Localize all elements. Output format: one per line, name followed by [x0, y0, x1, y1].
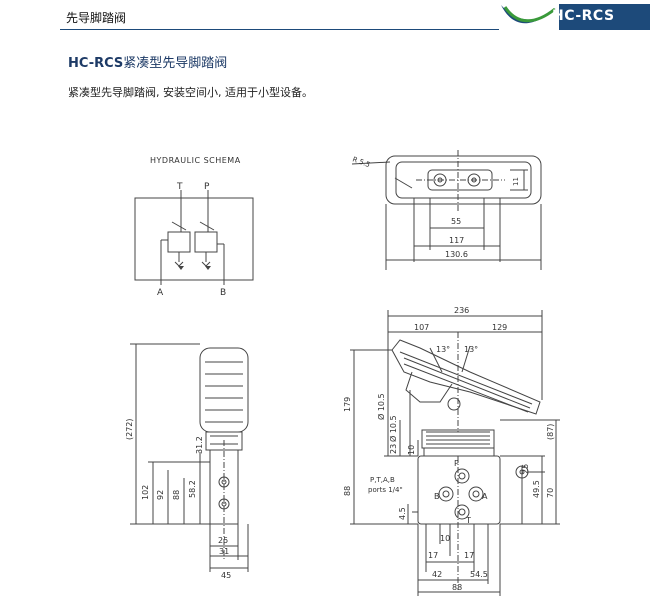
header-rule [60, 29, 500, 30]
dim-92: 92 [156, 490, 165, 500]
dim-179: 179 [343, 397, 352, 412]
product-name: 紧凑型先导脚踏阀 [123, 56, 228, 71]
dim-d105a: Ø 10.5 [376, 393, 386, 420]
dim-d105b: Ø 10.5 [388, 415, 398, 442]
header-title: 先导脚踏阀 [66, 11, 127, 25]
schema-valve-right [194, 231, 218, 253]
top-view-outline [385, 155, 542, 205]
page-header: 先导脚踏阀 HC-RCS [60, 0, 650, 32]
schema-port-p: P [204, 182, 210, 192]
dim-129: 129 [492, 323, 507, 332]
ports-label-2: ports 1/4" [368, 486, 403, 494]
ports-label-1: P,T,A,B [370, 476, 395, 484]
side-port-b: B [434, 492, 440, 501]
dim-42: 42 [432, 570, 442, 579]
thread-collar [421, 429, 495, 449]
dim-55: 55 [451, 217, 461, 226]
dim-r55: R 5.5 [351, 155, 371, 169]
schema-valve-left [167, 231, 191, 253]
pedal-front-rubber [199, 347, 249, 433]
dim-88-side: 88 [343, 486, 352, 496]
dim-54: 54.5 [470, 570, 488, 579]
dim-49: 49.5 [532, 480, 541, 498]
brand-logo: HC-RCS [499, 3, 650, 31]
dim-102: 102 [141, 485, 150, 500]
side-port-t: T [465, 516, 471, 525]
dim-4-5: 4.5 [398, 507, 407, 520]
schema-port-a: A [157, 288, 164, 298]
schema-arrow-a [178, 266, 184, 270]
schema-frame [134, 197, 254, 281]
dim-31: 31 [219, 547, 229, 556]
product-model: HC-RCS [68, 56, 124, 71]
dim-10a: 10 [407, 445, 416, 455]
side-port-a: A [482, 492, 488, 501]
dim-10b: 10 [440, 534, 450, 543]
dim-25-side: 25 [521, 464, 530, 474]
dim-87: (87) [546, 424, 555, 440]
product-description: 紧凑型先导脚踏阀, 安装空间小, 适用于小型设备。 [68, 86, 313, 99]
dim-25: 25 [218, 536, 228, 545]
schema-arrow-b [205, 266, 211, 270]
schema-title: HYDRAULIC SCHEMA [150, 156, 241, 165]
schema-port-t: T [176, 182, 183, 192]
schema-port-b: B [220, 288, 226, 298]
dim-11: 11 [512, 177, 520, 186]
dim-88-bottom: 88 [452, 583, 462, 592]
dim-58: 58.2 [188, 480, 197, 498]
dim-272: (272) [125, 418, 134, 440]
dim-107: 107 [414, 323, 429, 332]
logo-swoosh-icon [499, 3, 559, 31]
dim-45: 45 [221, 571, 231, 580]
dim-23: 23 [389, 444, 398, 454]
side-port-p: P [454, 459, 459, 468]
dim-17b: 17 [464, 551, 474, 560]
dim-70: 70 [546, 488, 555, 498]
valve-body-front [209, 449, 239, 525]
dim-17a: 17 [428, 551, 438, 560]
dim-31-2: 31.2 [195, 436, 204, 454]
dim-236: 236 [454, 306, 469, 315]
dim-130: 130.6 [445, 250, 468, 259]
dim-88: 88 [172, 490, 181, 500]
dim-13b: 13° [464, 345, 478, 354]
dim-117: 117 [449, 236, 464, 245]
dim-13a: 13° [436, 345, 450, 354]
valve-body-side [417, 455, 501, 525]
logo-text: HC-RCS [552, 8, 615, 24]
pedal-side-rubber [391, 339, 541, 415]
product-title: HC-RCS紧凑型先导脚踏阀 [68, 52, 227, 71]
